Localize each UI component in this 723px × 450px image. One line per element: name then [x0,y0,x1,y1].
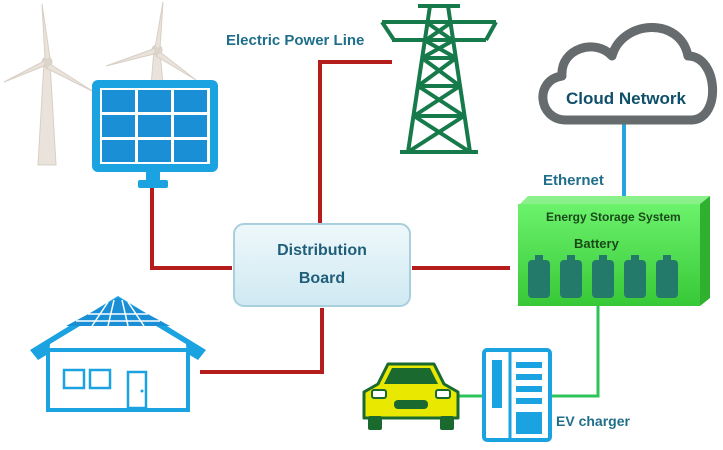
battery-cell-icon [528,260,550,298]
wind-turbine-icon [105,1,197,87]
line-ess-to-charger [552,300,600,398]
battery-cell-icon [592,260,614,298]
energy-storage-system [518,196,710,306]
cloud-icon [538,23,717,125]
battery-cells [528,255,678,298]
battery-label: Battery [574,236,619,251]
line-board-to-house [200,308,324,374]
house-icon [30,296,206,412]
transmission-tower-icon [380,4,498,154]
power-line-label: Electric Power Line [226,32,365,49]
ev-charger-label: EV charger [556,413,630,429]
distribution-board-label-line2: Board [298,270,346,287]
car-icon [362,362,460,430]
energy-storage-system-label: Energy Storage System [546,210,681,224]
charger-lines [456,300,600,398]
battery-cell-icon [624,260,646,298]
distribution-board: Distribution Board [232,222,412,308]
line-solar-to-board [150,188,232,270]
battery-cell-icon [656,260,678,298]
cloud-network-label: Cloud Network [566,89,686,108]
distribution-board-label-line1: Distribution [277,242,367,259]
battery-cell-icon [560,260,582,298]
power-lines [150,60,510,374]
wind-turbine-icon [3,3,95,166]
ev-charger-icon [482,348,552,442]
line-tower-to-board [318,60,392,224]
solar-panel-icon [92,80,218,188]
distribution-board-box [233,223,411,307]
ethernet-label: Ethernet [543,172,604,189]
